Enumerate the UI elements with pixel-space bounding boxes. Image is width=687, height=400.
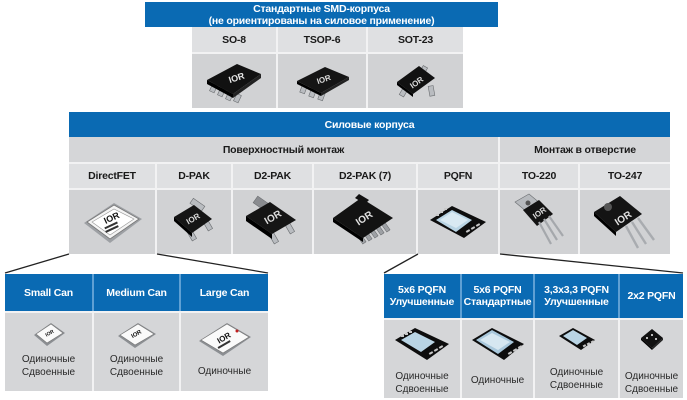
variant-note-line2: Сдвоенные	[395, 384, 449, 395]
variant-label-line1: 5x6 PQFN	[397, 284, 446, 296]
smd-label-sot23: SOT-23	[368, 27, 463, 52]
variant-cell-3x3-enhanced: Одиночные Сдвоенные	[535, 320, 620, 398]
power-cell-directfet: IOR	[69, 188, 157, 254]
variant-note-line1: Одиночные	[624, 371, 679, 382]
smd-cell-tsop6: IOR	[278, 52, 368, 108]
large-can-icon: IOR	[198, 323, 251, 356]
pqfn-5x6-standard-icon	[471, 328, 524, 360]
pqfn-5x6-enhanced-icon	[395, 328, 449, 360]
dpak-chip-icon: IOR	[174, 197, 214, 242]
so8-chip-icon: IOR	[207, 64, 261, 104]
pqfn-chip-icon	[430, 206, 486, 238]
variant-note-line1: Одиночные	[21, 354, 76, 365]
pqfn-3x3-enhanced-icon	[558, 328, 595, 350]
power-label-pqfn: PQFN	[418, 164, 500, 188]
smd-cell-sot23: IOR	[368, 52, 463, 108]
d2pak7-chip-icon: IOR	[333, 194, 393, 245]
variant-label-line2: Улучшенные	[389, 296, 455, 308]
variant-header-medium-can: Medium Can	[94, 274, 181, 311]
connector-pqfn-right	[499, 253, 684, 274]
connector-pqfn-left	[383, 253, 419, 274]
variant-note-line2: Сдвоенные	[624, 384, 679, 395]
power-cell-dpak: IOR	[157, 188, 233, 254]
variant-header-5x6-standard: 5x6 PQFN Стандартные	[462, 274, 535, 318]
variant-note-line2: Сдвоенные	[549, 380, 604, 391]
medium-can-icon: IOR	[117, 323, 156, 348]
smd-label-so8: SO-8	[192, 27, 278, 52]
variant-label-line2: Стандартные	[463, 296, 532, 308]
variant-cell-5x6-standard: Одиночные	[462, 320, 535, 398]
variant-cell-2x2: Одиночные Сдвоенные	[620, 320, 683, 398]
power-label-to247: TO-247	[580, 164, 670, 188]
variant-label-line2: Улучшенные	[544, 296, 609, 308]
variant-label: Large Can	[199, 286, 250, 299]
variant-note-line1: Одиночные	[470, 375, 525, 386]
to247-chip-icon: IOR	[594, 196, 655, 249]
variant-header-5x6-enhanced: 5x6 PQFN Улучшенные	[384, 274, 462, 318]
to220-chip-icon: IOR	[514, 193, 564, 245]
variant-cell-large-can: IOR Одиночные	[181, 313, 268, 391]
variant-label: Medium Can	[106, 286, 167, 299]
variant-cell-medium-can: IOR Одиночные Сдвоенные	[94, 313, 181, 391]
power-label-dpak: D-PAK	[157, 164, 233, 188]
variant-cell-small-can: IOR Одиночные Сдвоенные	[5, 313, 94, 391]
connector-directfet-right	[156, 253, 269, 274]
variant-label-line1: 2x2 PQFN	[627, 290, 676, 302]
directfet-variants-panel: Small Can Medium Can Large Can IOR Одино…	[5, 274, 268, 391]
smd-title-line1: Стандартные SMD-корпуса	[253, 2, 390, 15]
power-label-directfet: DirectFET	[69, 164, 157, 188]
power-title-banner: Силовые корпуса	[69, 112, 670, 137]
power-package-grid: Поверхностный монтаж Монтаж в отверстие …	[69, 137, 670, 254]
variant-note-line1: Одиночные	[109, 354, 164, 365]
small-can-icon: IOR	[33, 323, 65, 346]
smd-cell-so8: IOR	[192, 52, 278, 108]
power-label-d2pak: D2-PAK	[233, 164, 314, 188]
pqfn-2x2-icon	[640, 329, 663, 350]
svg-text:IOR: IOR	[227, 70, 246, 85]
sot23-chip-icon: IOR	[396, 65, 435, 98]
svg-text:IOR: IOR	[44, 329, 55, 339]
variant-note-line2: Сдвоенные	[109, 367, 164, 378]
svg-text:IOR: IOR	[316, 73, 333, 86]
svg-text:IOR: IOR	[130, 329, 143, 340]
variant-header-2x2: 2x2 PQFN	[620, 274, 683, 318]
power-cell-to220: IOR	[500, 188, 580, 254]
variant-label-line1: 3,3x3,3 PQFN	[544, 284, 609, 296]
power-cell-pqfn	[418, 188, 500, 254]
d2pak-chip-icon: IOR	[245, 195, 296, 245]
smd-title-banner: Стандартные SMD-корпуса (не ориентирован…	[145, 2, 498, 27]
power-cell-to247: IOR	[580, 188, 670, 254]
group-surface-mount: Поверхностный монтаж	[69, 137, 500, 162]
variant-label-line1: 5x6 PQFN	[473, 284, 522, 296]
variant-header-small-can: Small Can	[5, 274, 94, 311]
variant-note-line1: Одиночные	[395, 371, 449, 382]
power-cell-d2pak: IOR	[233, 188, 314, 254]
variant-note-line1: Одиночные	[197, 366, 252, 377]
variant-label: Small Can	[24, 286, 73, 299]
smd-title-line2: (не ориентированы на силовое применение)	[208, 14, 435, 27]
tsop6-chip-icon: IOR	[297, 67, 349, 102]
variant-note-line1: Одиночные	[549, 367, 604, 378]
power-label-d2pak7: D2-PAK (7)	[314, 164, 418, 188]
pqfn-variants-panel: 5x6 PQFN Улучшенные 5x6 PQFN Стандартные…	[384, 274, 683, 398]
power-cell-d2pak7: IOR	[314, 188, 418, 254]
group-through-hole: Монтаж в отверстие	[500, 137, 670, 162]
variant-header-large-can: Large Can	[181, 274, 268, 311]
variant-header-3x3-enhanced: 3,3x3,3 PQFN Улучшенные	[535, 274, 620, 318]
power-title: Силовые корпуса	[324, 118, 415, 131]
variant-cell-5x6-enhanced: Одиночные Сдвоенные	[384, 320, 462, 398]
smd-label-tsop6: TSOP-6	[278, 27, 368, 52]
variant-note-line2: Сдвоенные	[21, 367, 76, 378]
smd-package-grid: SO-8 TSOP-6 SOT-23 IOR	[192, 27, 463, 108]
power-label-to220: TO-220	[500, 164, 580, 188]
directfet-can-icon: IOR	[84, 203, 142, 243]
connector-directfet-left	[4, 253, 70, 274]
